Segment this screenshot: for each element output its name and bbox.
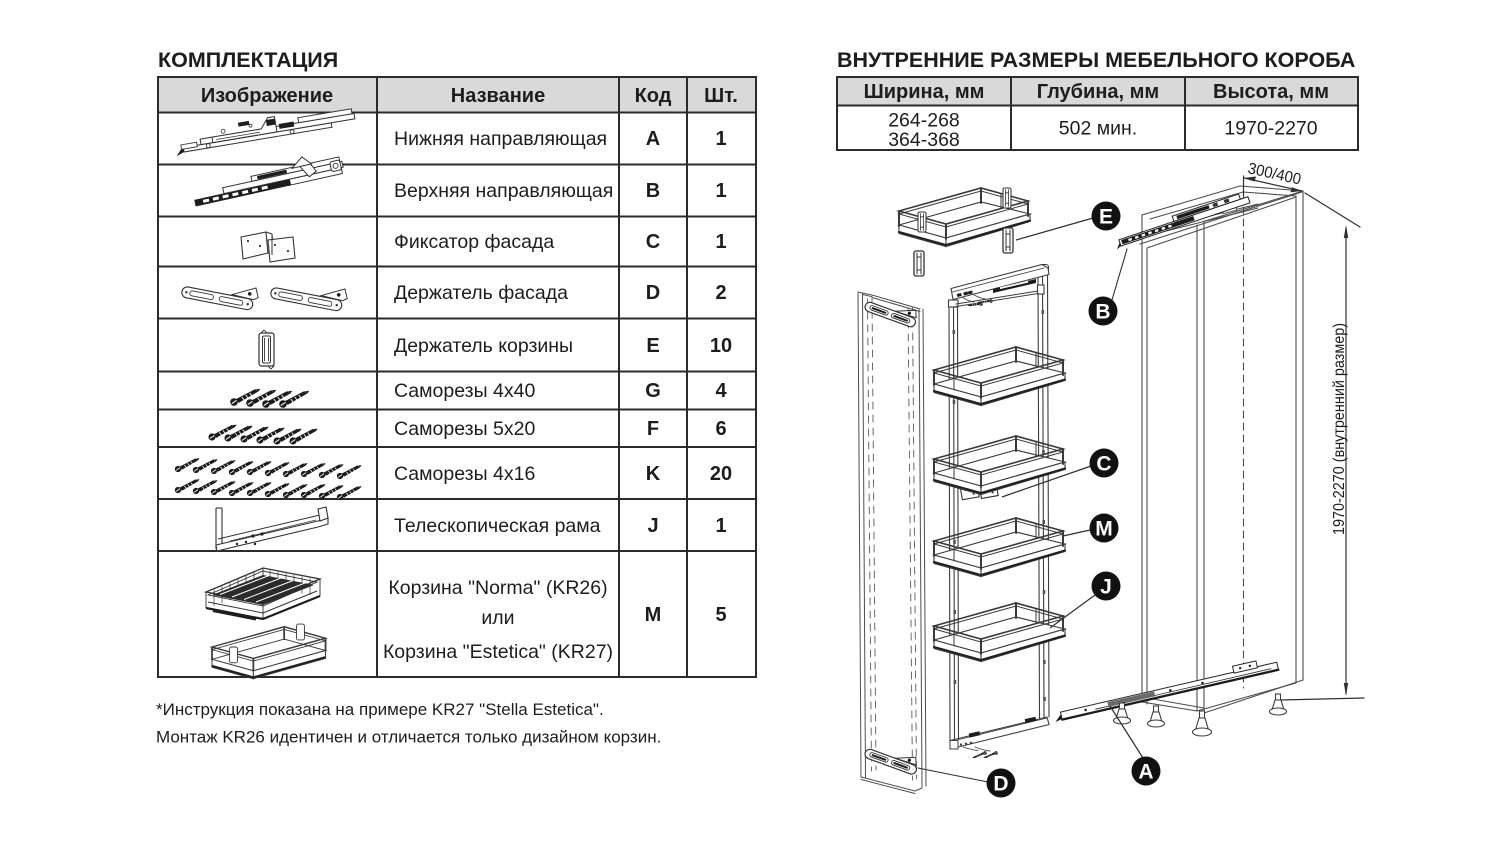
svg-text:6: 6 [715,418,726,440]
svg-text:D: D [993,773,1008,796]
svg-text:Фиксатор фасада: Фиксатор фасада [394,231,554,253]
svg-text:E: E [1099,206,1113,229]
svg-text:J: J [1100,576,1112,599]
svg-text:A: A [646,128,660,150]
svg-text:ВНУТРЕННИЕ РАЗМЕРЫ МЕБЕЛЬНОГО: ВНУТРЕННИЕ РАЗМЕРЫ МЕБЕЛЬНОГО КОРОБА [837,48,1355,72]
svg-text:4: 4 [715,380,727,402]
svg-text:1: 1 [715,515,726,537]
svg-text:G: G [645,380,661,402]
svg-text:Саморезы 4х40: Саморезы 4х40 [394,380,535,402]
svg-text:Корзина "Norma" (KR26): Корзина "Norma" (KR26) [388,577,607,599]
svg-text:*Инструкция показана на пример: *Инструкция показана на примере KR27 "St… [156,700,604,719]
svg-text:E: E [646,335,659,357]
svg-text:B: B [646,180,660,202]
svg-text:Телескопическая рама: Телескопическая рама [394,515,601,537]
svg-text:20: 20 [710,463,732,485]
svg-text:C: C [1096,453,1111,476]
svg-text:5: 5 [715,604,726,626]
svg-text:Глубина, мм: Глубина, мм [1037,81,1159,103]
svg-text:1970-2270 (внутренний размер): 1970-2270 (внутренний размер) [1331,323,1348,535]
svg-text:или: или [481,607,514,629]
svg-text:10: 10 [710,335,732,357]
svg-text:Высота, мм: Высота, мм [1213,81,1329,103]
svg-text:1: 1 [715,180,726,202]
svg-text:Монтаж KR26 идентичен и отлича: Монтаж KR26 идентичен и отличается тольк… [156,728,661,747]
svg-text:B: B [1095,301,1110,324]
svg-text:Держатель корзины: Держатель корзины [394,335,573,357]
svg-text:A: A [1138,761,1153,784]
svg-text:Нижняя направляющая: Нижняя направляющая [394,128,607,150]
svg-text:J: J [647,515,658,537]
svg-text:C: C [646,231,660,253]
svg-text:M: M [645,604,662,626]
svg-text:Держатель фасада: Держатель фасада [394,282,568,304]
svg-text:Саморезы 4х16: Саморезы 4х16 [394,463,535,485]
svg-text:264-268: 264-268 [888,110,960,132]
svg-text:M: M [1095,518,1113,541]
svg-text:F: F [647,418,659,440]
svg-text:K: K [646,463,661,485]
svg-text:1: 1 [715,128,726,150]
svg-text:КОМПЛЕКТАЦИЯ: КОМПЛЕКТАЦИЯ [158,48,338,72]
svg-text:Саморезы 5х20: Саморезы 5х20 [394,418,535,440]
svg-text:502 мин.: 502 мин. [1059,118,1137,140]
svg-text:Ширина, мм: Ширина, мм [864,81,985,103]
svg-text:2: 2 [715,282,726,304]
svg-text:1: 1 [715,231,726,253]
svg-text:364-368: 364-368 [888,129,960,151]
svg-text:Название: Название [451,85,545,107]
svg-text:Шт.: Шт. [704,85,738,107]
svg-text:Код: Код [635,85,672,107]
svg-text:1970-2270: 1970-2270 [1224,118,1317,140]
svg-text:Корзина "Estetica" (KR27): Корзина "Estetica" (KR27) [383,641,613,663]
svg-text:Верхняя направляющая: Верхняя направляющая [394,180,613,202]
svg-text:D: D [646,282,660,304]
svg-text:Изображение: Изображение [201,85,333,107]
